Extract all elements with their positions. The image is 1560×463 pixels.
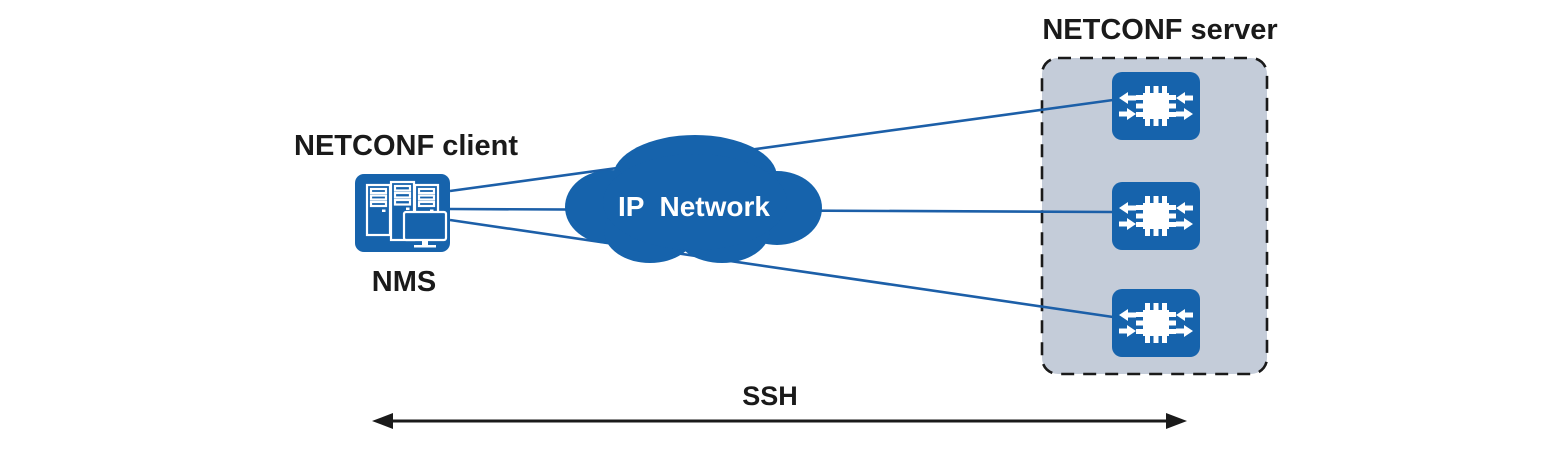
- ssh-double-arrow: [372, 413, 1187, 429]
- monitor-icon: [402, 210, 448, 248]
- nms-icon: [355, 174, 450, 252]
- nms-label: NMS: [371, 266, 437, 298]
- netconf-server-device-1-icon: [1112, 72, 1200, 140]
- ssh-label: SSH: [742, 381, 798, 411]
- connection-line-server-1: [449, 98, 1114, 193]
- arrowhead-right: [1166, 413, 1187, 429]
- ip-network-cloud-icon: [565, 135, 822, 263]
- netconf-client-label: NETCONF client: [294, 130, 518, 162]
- netconf-server-label: NETCONF server: [1042, 14, 1278, 46]
- arrowhead-left: [372, 413, 393, 429]
- netconf-server-device-2-icon: [1112, 182, 1200, 250]
- ip-network-label: IP Network: [618, 191, 770, 222]
- netconf-server-device-3-icon: [1112, 289, 1200, 357]
- connection-line-server-3: [449, 218, 1114, 319]
